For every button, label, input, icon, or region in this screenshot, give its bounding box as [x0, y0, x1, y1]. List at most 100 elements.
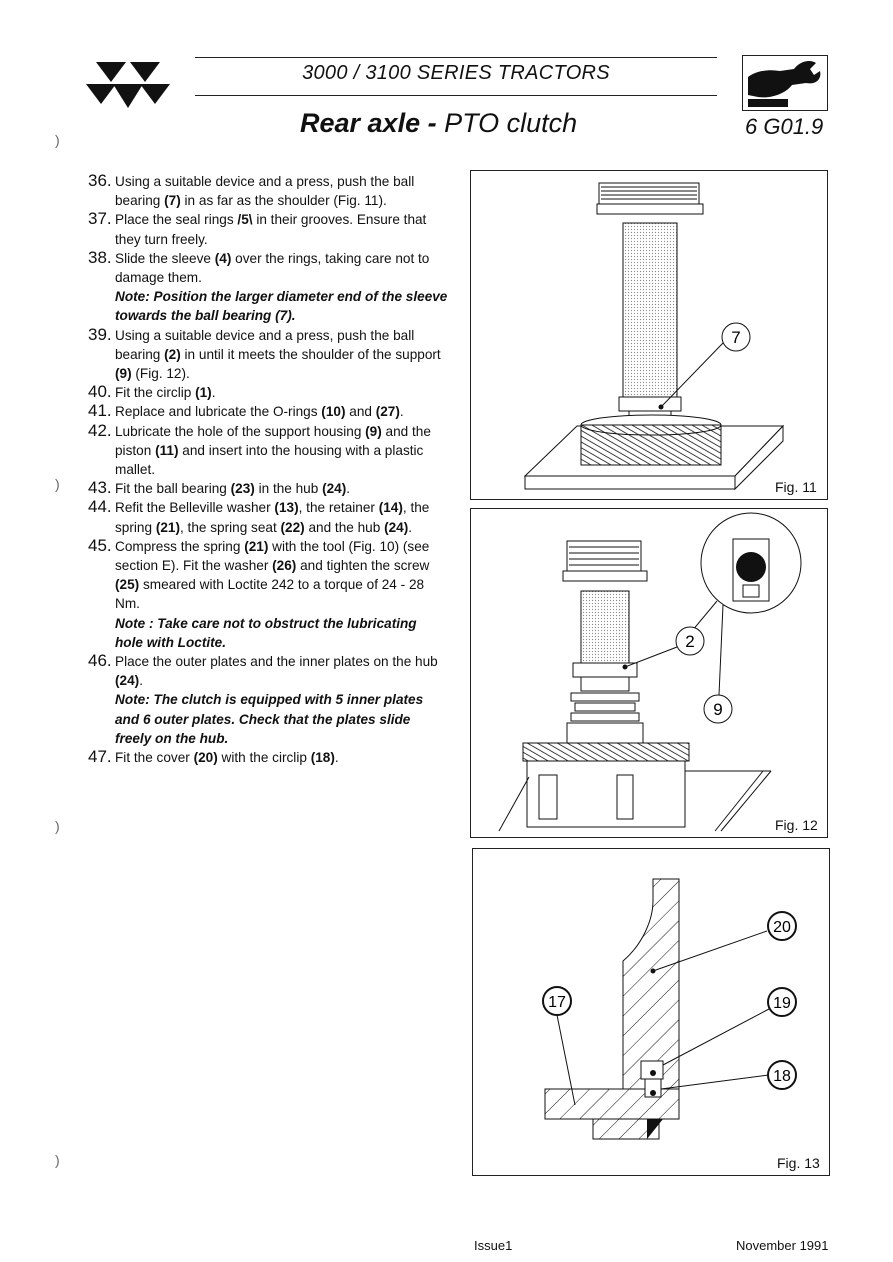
step-number: 44. [88, 497, 112, 517]
figure-13: 20 19 18 17 Fig. 13 [472, 848, 830, 1176]
step-text: Fit the ball bearing [115, 481, 231, 497]
part-reference: (18) [310, 750, 335, 766]
step-text: (Fig. 12). [131, 366, 190, 382]
step-text: over the rings, taking care not to damag… [115, 250, 430, 286]
step-text: , the spring seat [180, 519, 281, 535]
step-text: Compress the spring [115, 538, 245, 554]
step-text: . [408, 519, 413, 535]
step-text: in until it meets the shoulder of the su… [180, 346, 441, 362]
step-text: Place the seal rings [115, 212, 238, 228]
instruction-step: 40.Fit the circlip (1). [88, 382, 448, 402]
callout-17: 17 [548, 994, 566, 1011]
binding-mark: ) [55, 818, 60, 834]
part-reference: (10) [321, 404, 346, 420]
step-note: Note: The clutch is equipped with 5 inne… [115, 692, 424, 746]
fig13-drawing: 20 19 18 17 [542, 878, 797, 1140]
step-text: in as far as the shoulder (Fig. 11). [180, 193, 387, 209]
figure-11: 7 Fig. 11 [470, 170, 828, 500]
step-text: in their grooves. Ensure that they turn … [115, 212, 427, 247]
step-number: 42. [88, 420, 112, 440]
step-number: 41. [88, 401, 112, 421]
step-text: Fit the cover [115, 750, 194, 766]
part-reference: (4) [214, 250, 232, 266]
step-number: 37. [88, 209, 112, 229]
callout-18: 18 [773, 1068, 791, 1085]
step-note: Note: Position the larger diameter end o… [115, 289, 448, 324]
binding-mark: ) [55, 132, 60, 148]
part-reference: (21) [244, 538, 269, 554]
step-text: Refit the Belleville washer [115, 500, 275, 516]
step-text: Using a suitable device and a press, pus… [115, 327, 415, 362]
figure-caption: Fig. 12 [775, 817, 818, 833]
instruction-step: 36.Using a suitable device and a press, … [88, 171, 448, 210]
part-reference: (21) [155, 519, 180, 535]
instruction-step: 47.Fit the cover (20) with the circlip (… [88, 747, 448, 767]
wrench-hand-icon [742, 55, 828, 111]
step-text: . [399, 404, 404, 420]
step-text: with the circlip [217, 750, 311, 766]
step-number: 36. [88, 171, 112, 190]
fig11-drawing: 7 [523, 182, 785, 491]
part-reference: (9) [365, 423, 382, 439]
header-rule-top [195, 57, 717, 58]
part-reference: (7) [164, 193, 181, 209]
page-title: Rear axle - PTO clutch [300, 108, 578, 138]
instruction-step: 44.Refit the Belleville washer (13), the… [88, 497, 448, 536]
step-text: and the piston [115, 423, 431, 458]
step-text: Place the outer plates and the inner pla… [115, 654, 438, 670]
part-reference: /5\ [237, 212, 253, 228]
instruction-step: 37.Place the seal rings /5\ in their gro… [88, 209, 448, 248]
step-text: , the spring [115, 500, 430, 535]
step-number: 38. [88, 247, 112, 267]
step-text: Fit the circlip [115, 385, 196, 401]
fig12-drawing: 2 9 [498, 512, 802, 832]
step-text: and [345, 404, 376, 420]
step-number: 40. [88, 382, 112, 402]
instruction-step: 38.Slide the sleeve (4) over the rings, … [88, 247, 448, 326]
figure-12: 2 9 Fig. 12 [470, 508, 828, 838]
part-reference: (25) [115, 577, 140, 593]
instruction-step: 43.Fit the ball bearing (23) in the hub … [88, 478, 448, 498]
step-text: with the tool (Fig. 10) (see section E).… [115, 538, 430, 574]
part-reference: (9) [115, 366, 132, 382]
step-number: 46. [88, 651, 112, 671]
part-reference: (24) [322, 481, 347, 497]
step-text: and insert into the housing with a plast… [115, 442, 424, 478]
binding-mark: ) [55, 1152, 60, 1168]
footer-issue: Issue1 [474, 1238, 513, 1253]
step-number: 47. [88, 747, 112, 767]
part-reference: (27) [375, 404, 400, 420]
part-reference: (22) [280, 519, 305, 535]
instruction-step: 42.Lubricate the hole of the support hou… [88, 420, 448, 480]
series-title: 3000 / 3100 SERIES TRACTORS [302, 62, 610, 84]
callout-19: 19 [773, 995, 791, 1012]
callout-2: 2 [685, 632, 694, 651]
part-reference: (1) [195, 385, 212, 401]
step-text: and the hub [304, 519, 385, 535]
step-text: . [334, 750, 339, 766]
part-reference: (14) [378, 500, 403, 516]
instruction-step: 46.Place the outer plates and the inner … [88, 651, 448, 748]
instruction-step: 41.Replace and lubricate the O-rings (10… [88, 401, 448, 421]
callout-20: 20 [773, 919, 791, 936]
step-text: Lubricate the hole of the support housin… [115, 423, 366, 439]
part-reference: (24) [115, 673, 140, 689]
instruction-step: 45.Compress the spring (21) with the too… [88, 535, 448, 652]
step-note: Note : Take care not to obstruct the lub… [115, 615, 417, 650]
figure-caption: Fig. 11 [775, 479, 817, 495]
step-text: , the retainer [298, 500, 379, 516]
step-number: 45. [88, 535, 112, 555]
step-text: Replace and lubricate the O-rings [115, 404, 322, 420]
step-number: 39. [88, 324, 112, 344]
header-rule-bottom [195, 95, 717, 96]
step-text: Using a suitable device and a press, pus… [115, 174, 415, 209]
callout-9: 9 [713, 700, 722, 719]
part-reference: (20) [193, 750, 218, 766]
part-reference: (26) [272, 558, 297, 574]
part-reference: (24) [384, 519, 409, 535]
step-text: Slide the sleeve [115, 250, 215, 266]
part-reference: (2) [164, 346, 181, 362]
binding-mark: ) [55, 476, 60, 492]
step-text: . [346, 481, 351, 497]
part-reference: (23) [230, 481, 255, 497]
